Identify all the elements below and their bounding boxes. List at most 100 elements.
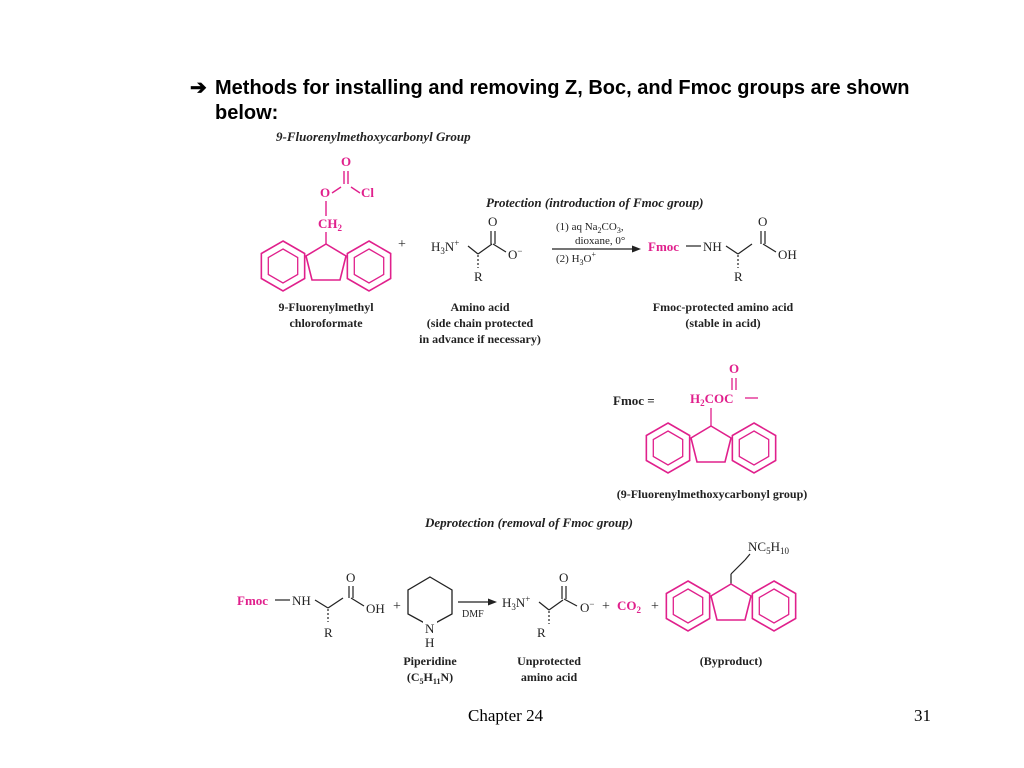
fmoc-def-structure: O H2COC [690,361,758,426]
deprotection-title: Deprotection (removal of Fmoc group) [424,515,633,530]
bp-nc: NC [748,539,766,554]
fmoc-product-structure: Fmoc NH R O OH [648,214,797,284]
prod-o-top: O [758,214,767,229]
un-r: R [537,625,546,640]
svg-text:(C5H11N): (C5H11N) [407,670,453,686]
group-title: 9-Fluorenylmethoxycarbonyl Group [276,129,471,144]
fmoc-coc: COC [705,391,734,406]
reagent-o: O [320,185,330,200]
svg-text:H3N+: H3N+ [502,594,530,612]
co2-sub: 2 [637,605,642,615]
cond3: (2) H [556,253,580,265]
aa-plus: + [454,238,459,248]
prod-r: R [734,269,743,284]
svg-text:CO2: CO2 [617,598,642,615]
pip-name-2a: (C [407,670,420,684]
plus-1: + [398,237,406,252]
fmoc-h: H [690,391,700,406]
dp-r: R [324,625,333,640]
un-name-line1: Unprotected [517,654,581,668]
aa-r: R [474,269,483,284]
aa-sub3: 3 [440,246,445,256]
protection-title: Protection (introduction of Fmoc group) [486,195,703,210]
reagent-name-line2: chloroformate [289,316,363,330]
aa-name-line2: (side chain protected [427,316,534,330]
dp-fmoc: Fmoc [237,593,268,608]
page-number: 31 [914,706,931,725]
cond1-co: CO [602,221,617,233]
aa-n: N [445,239,455,254]
arrow-bullet-icon: ➔ [190,77,207,99]
pip-name-sub11: 11 [433,677,441,686]
deprotection-arrow: DMF [458,598,497,620]
reagent-o-top: O [341,154,351,169]
svg-text:(1) aq Na2CO3,: (1) aq Na2CO3, [556,221,624,235]
deprotection-start-structure: Fmoc NH R O OH [237,570,385,640]
byproduct-structure: NC5H10 [730,539,789,584]
reagent-cl: Cl [361,185,374,200]
reagent-structure: O O Cl CH2 [318,154,374,244]
pip-h: H [425,635,434,650]
pip-name-2b: H [424,670,434,684]
cond3-sub: 3 [580,258,584,267]
bullet-text: Methods for installing and removing Z, B… [215,77,910,124]
dp-plus-1: + [393,599,401,614]
aa-o: O [508,247,517,262]
prod-name-line1: Fmoc-protected amino acid [653,300,794,314]
fmoc-sub2: 2 [700,398,705,408]
cond3-sup: + [591,250,596,259]
aa-name-line3: in advance if necessary) [419,332,541,346]
un-sub3: 3 [511,602,516,612]
dp-plus-3: + [651,599,659,614]
pip-n: N [425,621,435,636]
un-minus: − [589,599,594,609]
un-h: H [502,595,511,610]
svg-text:NC5H10: NC5H10 [748,539,789,556]
pip-name-2c: N) [440,670,453,684]
footer-chapter: Chapter 24 [468,706,544,725]
dp-oh: OH [366,601,385,616]
fluorene-ring-byproduct [665,580,797,632]
dp-o-top: O [346,570,355,585]
cond1-end: , [621,221,624,233]
fmoc-o: O [729,361,739,376]
fluorene-ring-reagent [260,240,392,292]
dmf-label: DMF [462,609,484,620]
fmoc-group-name: (9-Fluorenylmethoxycarbonyl group) [617,487,808,501]
cond1: (1) aq Na [556,221,598,233]
cond1-sub3: 3 [617,226,621,235]
fmoc-def-label: Fmoc = [613,393,655,408]
bp-h: H [771,539,780,554]
reagent-ch: CH [318,216,338,231]
protection-arrow-icon [632,245,641,253]
svg-text:H2COC: H2COC [690,391,734,408]
piperidine-structure: N H [407,576,453,650]
reagent-name-line1: 9-Fluorenylmethyl [278,300,374,314]
aa-minus: − [517,246,522,256]
bullet-point: ➔ Methods for installing and removing Z,… [190,76,970,126]
pip-name-line1: Piperidine [403,654,457,668]
svg-text:CH2: CH2 [318,216,343,233]
cond2: dioxane, 0° [575,235,625,247]
protection-conditions: (1) aq Na2CO3, dioxane, 0° (2) H3O+ [552,221,641,267]
pip-name-sub5: 5 [420,677,424,686]
cond1-sub2: 2 [598,226,602,235]
unprotected-aa-structure: H3N+ R O O− [502,570,594,640]
prod-oh: OH [778,247,797,262]
prod-name-line2: (stable in acid) [685,316,760,330]
bp-sub10: 10 [780,546,790,556]
amino-acid-structure: H3N+ R O O− [431,214,522,284]
un-plus: + [525,594,530,604]
co2: CO [617,598,637,613]
fluorene-ring-fmoc [645,422,777,474]
svg-text:H3N+: H3N+ [431,238,459,256]
aa-h: H [431,239,440,254]
bp-sub5: 5 [766,546,771,556]
cond3-end: O [584,253,592,265]
dp-nh: NH [292,593,311,608]
svg-text:(2) H3O+: (2) H3O+ [556,250,596,267]
reagent-ch-sub: 2 [338,223,343,233]
prod-nh: NH [703,239,722,254]
dp-plus-2: + [602,599,610,614]
